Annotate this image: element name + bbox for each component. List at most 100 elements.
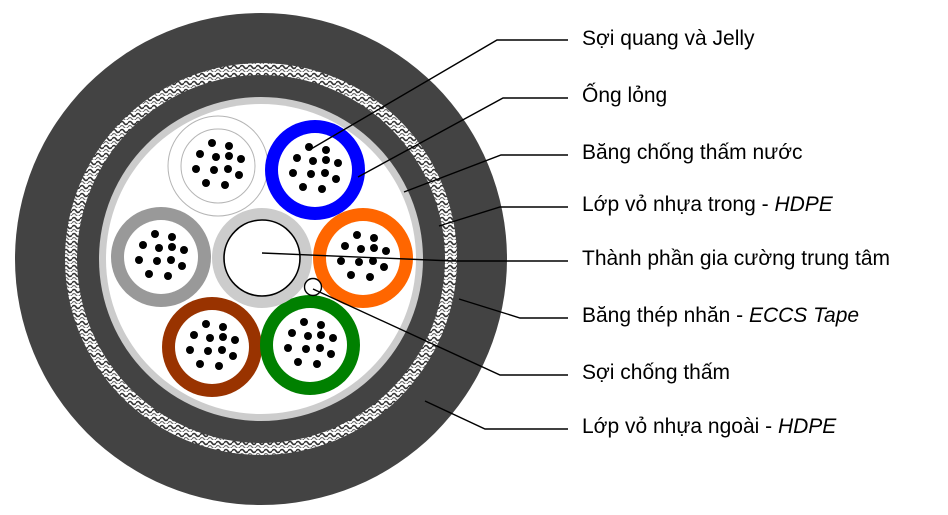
optical-fiber bbox=[322, 146, 330, 154]
optical-fiber bbox=[196, 150, 204, 158]
optical-fiber bbox=[337, 257, 345, 265]
optical-fiber bbox=[190, 331, 198, 339]
label-text: Lớp vỏ nhựa ngoài - bbox=[582, 415, 778, 438]
label-central-strength-member: Thành phần gia cường trung tâm bbox=[582, 247, 890, 271]
central-member-core bbox=[223, 219, 301, 297]
optical-fiber bbox=[318, 185, 326, 193]
label-text: Sợi chống thấm bbox=[582, 361, 731, 384]
optical-fiber bbox=[370, 244, 378, 252]
loose-tube-blue bbox=[265, 120, 365, 220]
loose-tube-interior bbox=[326, 221, 400, 295]
optical-fiber bbox=[219, 323, 227, 331]
label-water-blocking-tape: Băng chống thấm nước bbox=[582, 141, 802, 165]
optical-fiber bbox=[288, 329, 296, 337]
optical-fiber bbox=[206, 334, 214, 342]
optical-fiber bbox=[164, 272, 172, 280]
optical-fiber bbox=[202, 320, 210, 328]
optical-fiber bbox=[212, 153, 220, 161]
optical-fiber bbox=[235, 171, 243, 179]
optical-fiber bbox=[321, 169, 329, 177]
optical-fiber bbox=[153, 257, 161, 265]
optical-fiber bbox=[347, 271, 355, 279]
optical-fiber bbox=[168, 243, 176, 251]
optical-fiber bbox=[225, 152, 233, 160]
loose-tube-brown bbox=[162, 297, 262, 397]
optical-fiber bbox=[202, 179, 210, 187]
loose-tube-interior bbox=[124, 220, 198, 294]
optical-fiber bbox=[204, 347, 212, 355]
leader-line-central-member bbox=[261, 252, 568, 262]
optical-fiber bbox=[382, 247, 390, 255]
label-suffix: HDPE bbox=[777, 415, 837, 438]
label-loose-tube: Ống lỏng bbox=[582, 84, 667, 108]
loose-tube-interior bbox=[175, 310, 249, 384]
optical-fiber bbox=[327, 350, 335, 358]
loose-tubes bbox=[111, 115, 413, 397]
loose-tube-orange bbox=[313, 208, 413, 308]
optical-fiber bbox=[317, 331, 325, 339]
optical-fiber bbox=[357, 245, 365, 253]
optical-fiber bbox=[186, 346, 194, 354]
optical-fiber bbox=[355, 258, 363, 266]
optical-fiber bbox=[135, 256, 143, 264]
optical-fiber bbox=[229, 352, 237, 360]
optical-fiber bbox=[139, 241, 147, 249]
optical-fiber bbox=[218, 346, 226, 354]
label-outer-jacket: Lớp vỏ nhựa ngoài - HDPE bbox=[582, 415, 836, 439]
optical-fiber bbox=[178, 262, 186, 270]
optical-fiber bbox=[294, 358, 302, 366]
optical-fiber bbox=[237, 155, 245, 163]
optical-fiber bbox=[353, 231, 361, 239]
optical-fiber bbox=[309, 157, 317, 165]
optical-fiber bbox=[304, 332, 312, 340]
optical-fiber bbox=[370, 234, 378, 242]
optical-fiber bbox=[155, 244, 163, 252]
optical-fiber bbox=[341, 242, 349, 250]
optical-fiber bbox=[219, 333, 227, 341]
loose-tube-green bbox=[260, 295, 360, 395]
optical-fiber bbox=[196, 360, 204, 368]
optical-fiber bbox=[289, 169, 297, 177]
optical-fiber bbox=[224, 165, 232, 173]
optical-fiber bbox=[145, 270, 153, 278]
optical-fiber bbox=[313, 360, 321, 368]
loose-tube-gray bbox=[111, 207, 211, 307]
optical-fiber bbox=[208, 139, 216, 147]
optical-fiber bbox=[210, 166, 218, 174]
leader-line-loose-tube bbox=[357, 97, 568, 178]
label-text: Lớp vỏ nhựa trong - bbox=[582, 193, 775, 216]
label-text: Băng chống thấm nước bbox=[582, 141, 803, 164]
leader-line-water-blocking-yarn bbox=[312, 288, 568, 376]
optical-fiber bbox=[215, 362, 223, 370]
optical-fiber bbox=[380, 263, 388, 271]
optical-fiber bbox=[151, 230, 159, 238]
optical-fiber bbox=[332, 175, 340, 183]
label-armor-tape: Băng thép nhăn - ECCS Tape bbox=[582, 304, 859, 328]
label-text: Sợi quang và Jelly bbox=[582, 27, 755, 50]
leader-line-water-blocking-tape bbox=[403, 154, 568, 193]
label-inner-jacket: Lớp vỏ nhựa trong - HDPE bbox=[582, 193, 833, 217]
optical-fiber bbox=[329, 334, 337, 342]
optical-fiber bbox=[317, 321, 325, 329]
optical-fiber bbox=[293, 154, 301, 162]
optical-fiber bbox=[334, 159, 342, 167]
optical-fiber bbox=[225, 142, 233, 150]
loose-tube-interior bbox=[180, 128, 256, 204]
optical-fiber bbox=[300, 318, 308, 326]
leader-lines bbox=[261, 39, 568, 430]
leader-line-inner-jacket bbox=[438, 206, 568, 227]
label-suffix: HDPE bbox=[774, 193, 833, 216]
optical-fiber bbox=[180, 246, 188, 254]
loose-tube-white bbox=[167, 115, 269, 217]
optical-fiber bbox=[369, 257, 377, 265]
optical-fiber bbox=[302, 345, 310, 353]
label-text: Thành phần gia cường trung tâm bbox=[582, 247, 891, 270]
optical-fiber bbox=[316, 344, 324, 352]
label-fiber-jelly: Sợi quang và Jelly bbox=[582, 27, 755, 51]
optical-fiber bbox=[168, 233, 176, 241]
optical-fiber bbox=[284, 344, 292, 352]
optical-fiber bbox=[221, 181, 229, 189]
label-suffix: ECCS Tape bbox=[748, 304, 860, 327]
optical-fiber bbox=[192, 165, 200, 173]
